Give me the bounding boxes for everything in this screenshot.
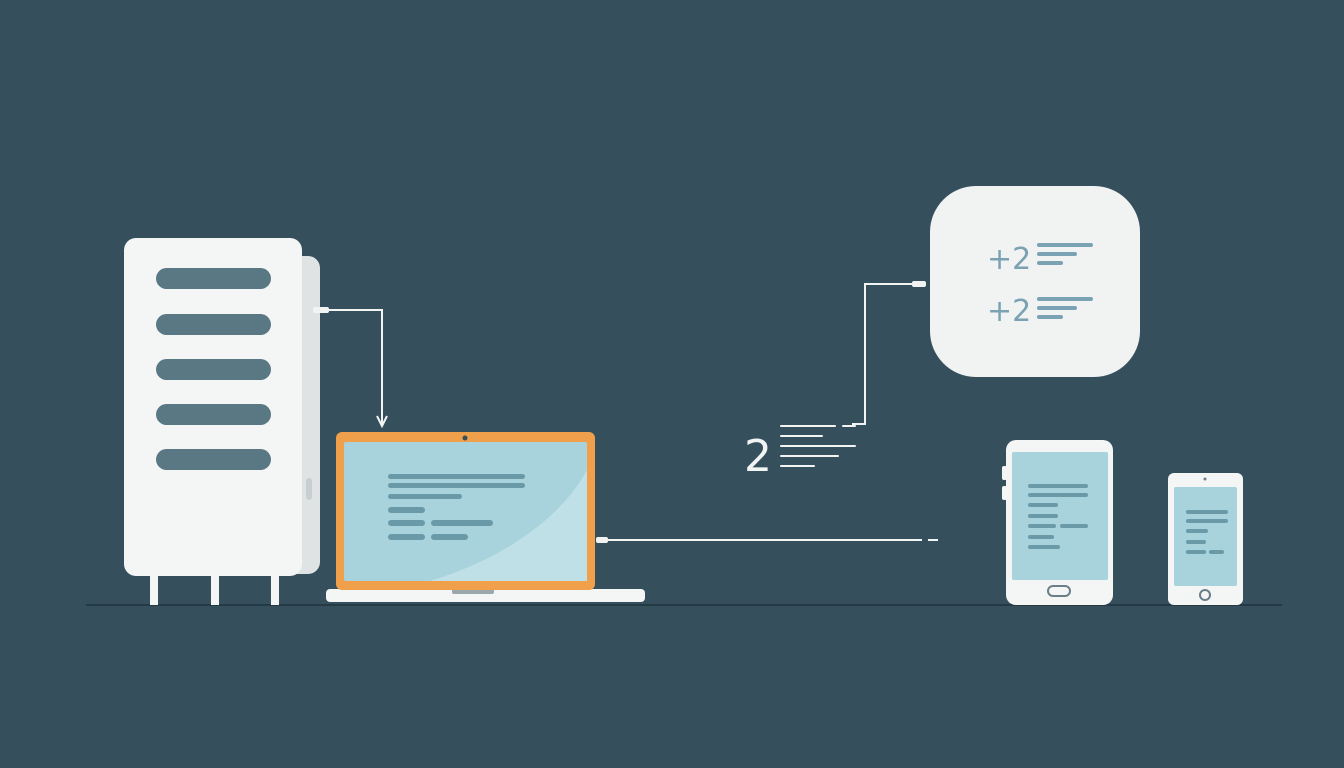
screen-text-line xyxy=(1186,540,1206,544)
server-slot xyxy=(156,314,271,335)
screen-text-line xyxy=(1028,503,1058,507)
screen-text-line xyxy=(431,534,468,540)
phone-screen xyxy=(1174,487,1237,586)
screen-text-line xyxy=(1186,529,1208,533)
tablet-screen xyxy=(1012,452,1108,580)
floating-count: 2 xyxy=(744,431,772,482)
connector-wire xyxy=(852,283,912,425)
connector-wire xyxy=(329,309,383,424)
count-bubble-connector xyxy=(852,281,926,425)
server-slot xyxy=(156,449,271,470)
bubble-item-line xyxy=(1037,315,1063,319)
connector-plug xyxy=(596,537,608,543)
screen-text-line xyxy=(388,474,525,479)
bubble-item-line xyxy=(1037,252,1077,256)
server-icon xyxy=(124,238,320,605)
arrow-head-icon xyxy=(376,415,388,429)
tablet-side-button xyxy=(1002,486,1007,500)
laptop-icon xyxy=(326,432,645,602)
floating-count-group: 2 xyxy=(744,425,856,482)
connector-plug xyxy=(313,307,329,313)
screen-text-line xyxy=(388,534,425,540)
screen-text-line xyxy=(1186,550,1206,554)
screen-text-line xyxy=(1028,484,1088,488)
bubble-body xyxy=(930,186,1140,377)
server-slot xyxy=(156,268,271,289)
screen-text-line xyxy=(388,483,525,488)
screen-text-line xyxy=(1028,535,1054,539)
server-leg xyxy=(211,574,219,605)
screen-text-line xyxy=(1186,519,1228,523)
tablet-home-button xyxy=(1047,585,1071,597)
laptop-notch xyxy=(452,589,494,594)
phone-icon xyxy=(1168,473,1243,605)
server-slot xyxy=(156,404,271,425)
screen-text-line xyxy=(388,494,462,499)
bubble-item-value: +2 xyxy=(987,294,1031,329)
phone-camera xyxy=(1203,477,1207,481)
screen-text-line xyxy=(1028,493,1088,497)
phone-home-button xyxy=(1199,589,1211,601)
screen-text-line xyxy=(1060,524,1088,528)
speed-lines xyxy=(780,425,856,467)
bubble-item: +2 xyxy=(987,242,1093,277)
laptop-tablet-connector xyxy=(596,537,938,543)
screen-text-line xyxy=(388,520,425,526)
server-leg xyxy=(271,574,279,605)
laptop-camera xyxy=(462,435,468,441)
laptop-base xyxy=(326,589,645,602)
screen-text-line xyxy=(1209,550,1224,554)
bubble-item-line xyxy=(1037,297,1093,301)
tablet-side-button xyxy=(1002,466,1007,480)
screen-glare xyxy=(430,470,587,581)
screen-text-line xyxy=(1028,524,1056,528)
connector-plug xyxy=(912,281,926,287)
screen-text-line xyxy=(1028,514,1058,518)
tablet-icon xyxy=(1002,440,1113,605)
server-laptop-connector xyxy=(313,307,388,429)
screen-text-line xyxy=(431,520,493,526)
bubble-item: +2 xyxy=(987,294,1093,329)
server-slot xyxy=(156,359,271,380)
bubble-item-line xyxy=(1037,261,1063,265)
screen-text-line xyxy=(388,507,425,513)
server-handle xyxy=(306,478,312,500)
screen-text-line xyxy=(1028,545,1060,549)
bubble-item-line xyxy=(1037,306,1077,310)
screen-text-line xyxy=(1186,510,1228,514)
bubble-item-line xyxy=(1037,243,1093,247)
bubble-item-value: +2 xyxy=(987,242,1031,277)
notification-bubble-icon: +2 +2 xyxy=(930,186,1140,377)
server-leg xyxy=(150,574,158,605)
